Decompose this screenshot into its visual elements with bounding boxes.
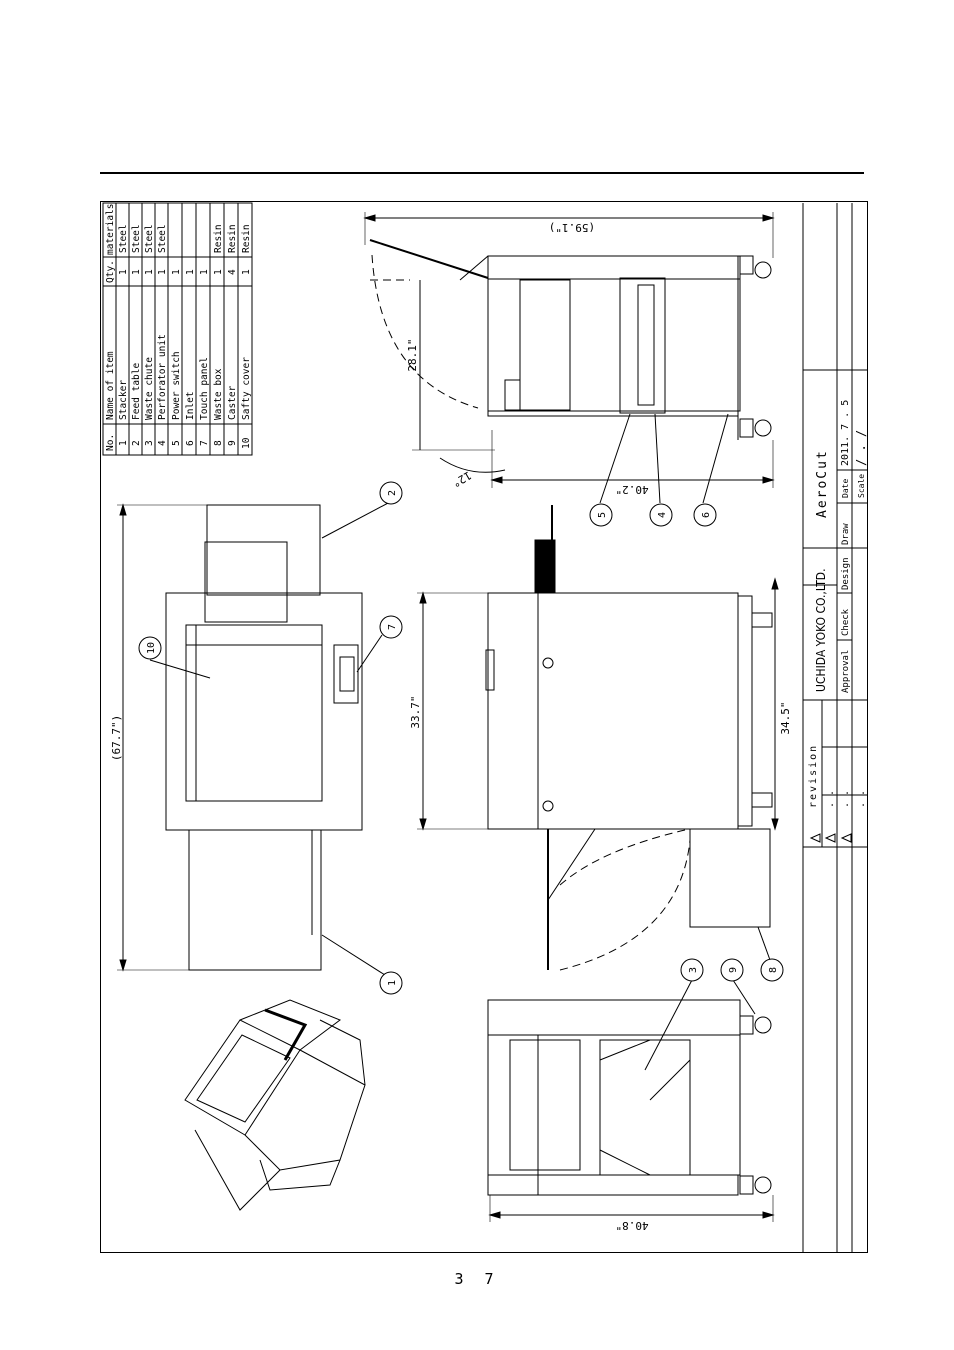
row-name: Caster xyxy=(227,385,238,420)
drawing-frame xyxy=(100,201,868,1253)
dim-height-stacker: 28.1" xyxy=(406,338,419,371)
isometric-view xyxy=(184,999,366,1211)
scale-label: Scale xyxy=(857,474,866,498)
row-name: Waste box xyxy=(213,368,224,420)
draw-label: Draw xyxy=(841,523,851,545)
row-mat: Resin xyxy=(213,224,224,253)
row-qty: 1 xyxy=(199,269,210,275)
header-rule xyxy=(100,172,864,174)
callout-10: 10 xyxy=(146,642,157,654)
back-view xyxy=(487,999,775,1222)
date-value: 2011. 7 . 5 xyxy=(840,400,851,466)
revision-triangle-icon xyxy=(824,833,836,843)
row-name: Touch panel xyxy=(199,357,210,420)
row-no: 3 xyxy=(144,440,155,446)
callout-8: 8 xyxy=(768,967,779,973)
hdr-name: Name of item xyxy=(105,351,116,420)
rev-row: . . xyxy=(856,790,867,808)
row-qty: 1 xyxy=(171,269,182,275)
title-block: revision . . . . . . UCHIDA YOKO CO.,LTD… xyxy=(802,203,868,1252)
dim-overall-top: (59.1") xyxy=(549,221,595,234)
row-mat: Steel xyxy=(131,224,142,253)
row-no: 8 xyxy=(213,440,224,446)
row-mat: Steel xyxy=(157,224,168,253)
row-no: 4 xyxy=(157,440,168,446)
row-mat: Steel xyxy=(144,224,155,253)
row-name: Inlet xyxy=(185,391,196,420)
row-name: Safty cover xyxy=(241,357,252,420)
row-qty: 1 xyxy=(157,269,168,275)
revision-triangle-icon xyxy=(840,833,852,843)
row-qty: 1 xyxy=(144,269,155,275)
row-mat: Resin xyxy=(241,224,252,253)
company-name: UCHIDA YOKO CO.,LTD. xyxy=(814,568,828,692)
row-no: 2 xyxy=(131,440,142,446)
row-qty: 1 xyxy=(118,269,129,275)
revision-label: revision xyxy=(808,744,819,808)
hdr-no: No. xyxy=(105,434,116,451)
side-view xyxy=(363,212,775,488)
scale-value: / . / xyxy=(854,430,868,466)
page-number: 3 7 xyxy=(454,1270,500,1288)
top-view xyxy=(117,503,363,972)
row-no: 6 xyxy=(185,440,196,446)
parts-table: No. Name of item Qty. materials 1 Stacke… xyxy=(102,202,253,456)
date-label: Date xyxy=(841,479,850,498)
dim-width-front: 34.5" xyxy=(779,701,792,734)
row-qty: 1 xyxy=(241,269,252,275)
row-qty: 1 xyxy=(213,269,224,275)
approval-label: Approval xyxy=(841,650,851,693)
callout-2: 2 xyxy=(387,490,398,496)
hdr-qty: Qty. xyxy=(105,260,116,283)
revision-triangle-icon xyxy=(809,833,821,843)
hdr-mat: materials xyxy=(105,204,116,255)
check-label: Check xyxy=(841,608,851,636)
callout-9: 9 xyxy=(728,967,739,973)
row-no: 9 xyxy=(227,440,238,446)
row-name: Waste chute xyxy=(144,357,155,420)
callout-7: 7 xyxy=(387,624,398,630)
row-name: Stacker xyxy=(118,380,129,420)
callout-3: 3 xyxy=(688,967,699,973)
callout-1: 1 xyxy=(387,980,398,986)
rev-row: . . xyxy=(840,790,851,808)
row-no: 5 xyxy=(171,440,182,446)
dim-overall-length: (67.7") xyxy=(110,715,123,761)
row-no: 1 xyxy=(118,440,129,446)
callout-5: 5 xyxy=(597,512,608,518)
row-name: Perforator unit xyxy=(157,334,168,420)
callout-6: 6 xyxy=(701,512,712,518)
row-mat: Resin xyxy=(227,224,238,253)
product-name: AeroCut xyxy=(815,449,830,518)
dim-height-front: 33.7" xyxy=(409,695,422,728)
dim-depth-side: 40.2" xyxy=(615,483,648,496)
callout-4: 4 xyxy=(657,512,668,518)
design-label: Design xyxy=(841,557,851,590)
row-no: 10 xyxy=(241,437,252,449)
row-no: 7 xyxy=(199,440,210,446)
row-name: Feed table xyxy=(131,363,142,420)
front-view xyxy=(417,505,779,971)
rev-row: . . xyxy=(825,790,836,808)
callouts: 2 10 7 1 5 4 6 3 9 8 xyxy=(138,413,784,1071)
row-name: Power switch xyxy=(171,351,182,420)
row-qty: 1 xyxy=(131,269,142,275)
dim-depth-back: 40.8" xyxy=(615,1219,648,1232)
row-qty: 1 xyxy=(185,269,196,275)
row-mat: Steel xyxy=(118,224,129,253)
row-qty: 4 xyxy=(227,269,238,275)
dim-angle: 12° xyxy=(450,468,474,489)
